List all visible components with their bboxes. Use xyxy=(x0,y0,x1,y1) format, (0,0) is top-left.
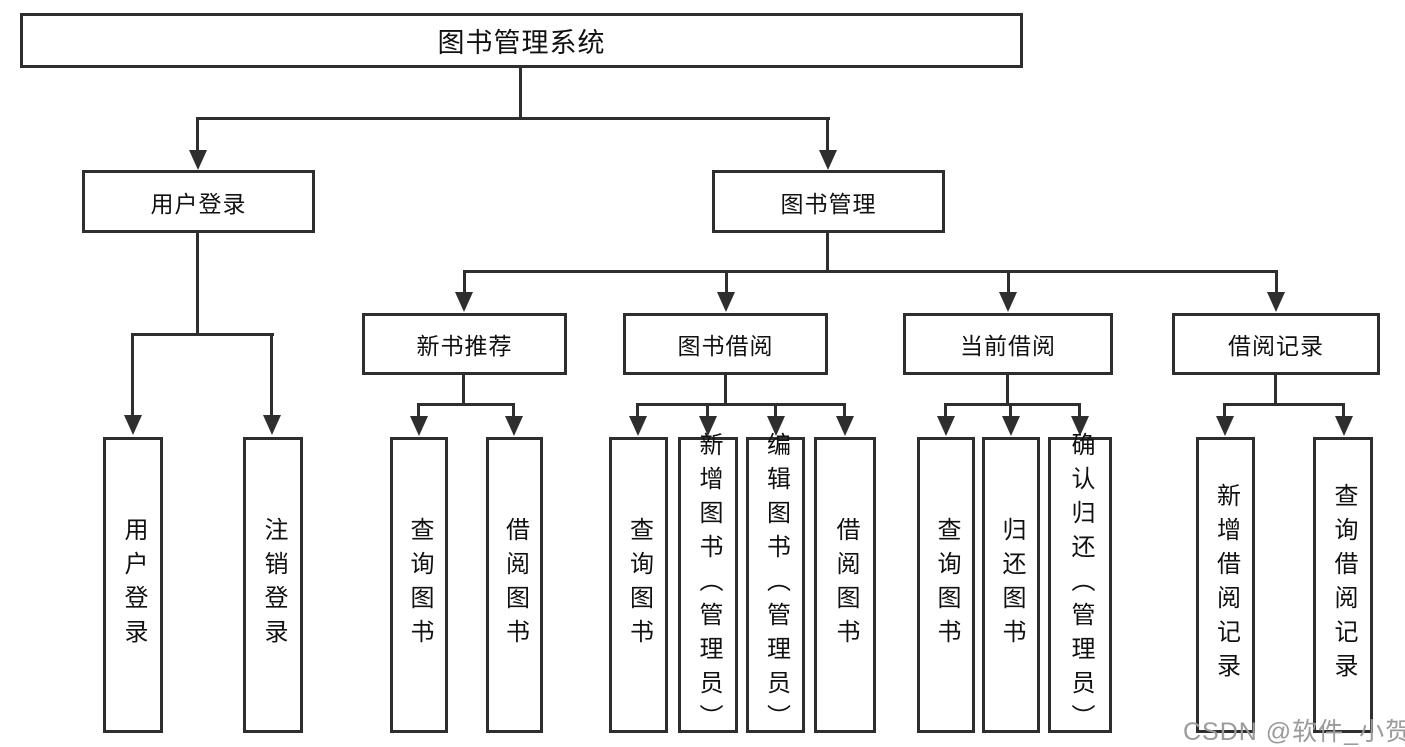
connector-line xyxy=(944,403,947,418)
connector-line xyxy=(1007,270,1010,294)
node-book-borrow-label: 图书借阅 xyxy=(677,333,774,359)
leaf-br-add-record: 新增借阅记录 xyxy=(1196,437,1255,733)
arrow-down-icon xyxy=(999,292,1017,312)
arrow-down-icon xyxy=(124,415,142,435)
leaf-bb-add-book-admin-label: 新增图书（管理员） xyxy=(695,432,722,738)
leaf-nb-borrow-book-label: 借阅图书 xyxy=(501,517,529,653)
leaf-br-add-record-label: 新增借阅记录 xyxy=(1212,483,1240,687)
connector-line xyxy=(463,270,466,294)
watermark: CSDN @软件_小贺同学 xyxy=(1183,718,1405,746)
arrow-down-icon xyxy=(189,150,207,170)
node-new-book-recommend: 新书推荐 xyxy=(362,313,567,375)
connector-line xyxy=(826,117,829,151)
connector-line xyxy=(1224,403,1345,406)
node-book-management-label: 图书管理 xyxy=(780,190,877,217)
connector-line xyxy=(418,403,515,406)
leaf-cb-query-book-label: 查询图书 xyxy=(933,517,960,653)
connector-line xyxy=(512,403,515,418)
connector-line xyxy=(1275,270,1278,294)
node-user-login: 用户登录 xyxy=(82,170,315,233)
leaf-logout-login-label: 注销登录 xyxy=(260,517,287,653)
connector-line xyxy=(1342,403,1345,418)
connector-line xyxy=(196,233,199,335)
leaf-cb-query-book: 查询图书 xyxy=(917,437,975,733)
connector-line xyxy=(519,68,522,118)
connector-line xyxy=(270,333,273,415)
connector-line xyxy=(131,333,134,415)
leaf-logout-login: 注销登录 xyxy=(243,437,303,733)
connector-line xyxy=(1274,375,1277,405)
arrow-down-icon xyxy=(1267,292,1285,312)
arrow-down-icon xyxy=(1335,416,1353,436)
node-user-login-label: 用户登录 xyxy=(150,190,247,217)
leaf-cb-confirm-return-admin-label: 确认归还（管理员） xyxy=(1067,432,1094,738)
connector-line xyxy=(1006,375,1009,405)
node-root: 图书管理系统 xyxy=(20,13,1023,68)
node-borrow-records-label: 借阅记录 xyxy=(1228,333,1324,359)
leaf-bb-add-book-admin: 新增图书（管理员） xyxy=(678,432,738,738)
connector-line xyxy=(196,117,199,151)
leaf-bb-edit-book-admin: 编辑图书（管理员） xyxy=(746,432,805,738)
node-current-borrow-label: 当前借阅 xyxy=(960,333,1056,359)
connector-line xyxy=(725,270,728,294)
leaf-nb-query-book-label: 查询图书 xyxy=(406,517,433,653)
arrow-down-icon xyxy=(836,416,854,436)
arrow-down-icon xyxy=(629,416,647,436)
connector-line xyxy=(1009,403,1012,418)
arrow-down-icon xyxy=(455,292,473,312)
leaf-bb-borrow-book-label: 借阅图书 xyxy=(832,517,859,653)
connector-line xyxy=(945,403,1081,406)
leaf-br-query-record-label: 查询借阅记录 xyxy=(1330,483,1357,687)
arrow-down-icon xyxy=(1216,416,1234,436)
arrow-down-icon xyxy=(937,416,955,436)
leaf-user-login-label: 用户登录 xyxy=(120,517,147,653)
connector-line xyxy=(637,403,846,406)
node-root-label: 图书管理系统 xyxy=(437,28,606,58)
connector-line xyxy=(463,270,1277,273)
connector-line xyxy=(636,403,639,418)
node-book-management: 图书管理 xyxy=(712,170,945,233)
arrow-down-icon xyxy=(699,416,717,436)
leaf-bb-query-book: 查询图书 xyxy=(609,437,668,733)
leaf-user-login: 用户登录 xyxy=(103,437,163,733)
connector-line xyxy=(843,403,846,418)
leaf-cb-confirm-return-admin: 确认归还（管理员） xyxy=(1048,432,1112,738)
connector-line xyxy=(417,403,420,418)
leaf-cb-return-book-label: 归还图书 xyxy=(998,517,1025,653)
leaf-bb-query-book-label: 查询图书 xyxy=(625,517,653,653)
node-new-book-recommend-label: 新书推荐 xyxy=(416,333,513,359)
connector-line xyxy=(774,403,777,418)
leaf-br-query-record: 查询借阅记录 xyxy=(1313,437,1373,733)
connector-line xyxy=(724,375,727,405)
arrow-down-icon xyxy=(717,292,735,312)
leaf-cb-return-book: 归还图书 xyxy=(982,437,1040,733)
connector-line xyxy=(197,117,830,120)
leaf-nb-query-book: 查询图书 xyxy=(390,437,448,733)
leaf-bb-borrow-book: 借阅图书 xyxy=(814,437,876,733)
connector-line xyxy=(132,333,274,336)
connector-line xyxy=(1078,403,1081,418)
arrow-down-icon xyxy=(410,416,428,436)
node-borrow-records: 借阅记录 xyxy=(1172,313,1380,375)
leaf-bb-edit-book-admin-label: 编辑图书（管理员） xyxy=(762,432,790,738)
arrow-down-icon xyxy=(1071,416,1089,436)
arrow-down-icon xyxy=(1002,416,1020,436)
node-current-borrow: 当前借阅 xyxy=(903,313,1113,375)
arrow-down-icon xyxy=(819,150,837,170)
node-book-borrow: 图书借阅 xyxy=(623,313,828,375)
connector-line xyxy=(1223,403,1226,418)
leaf-nb-borrow-book: 借阅图书 xyxy=(486,437,543,733)
connector-line xyxy=(826,233,829,272)
arrow-down-icon xyxy=(505,416,523,436)
connector-line xyxy=(706,403,709,418)
connector-line xyxy=(462,375,465,405)
arrow-down-icon xyxy=(767,416,785,436)
arrow-down-icon xyxy=(263,415,281,435)
